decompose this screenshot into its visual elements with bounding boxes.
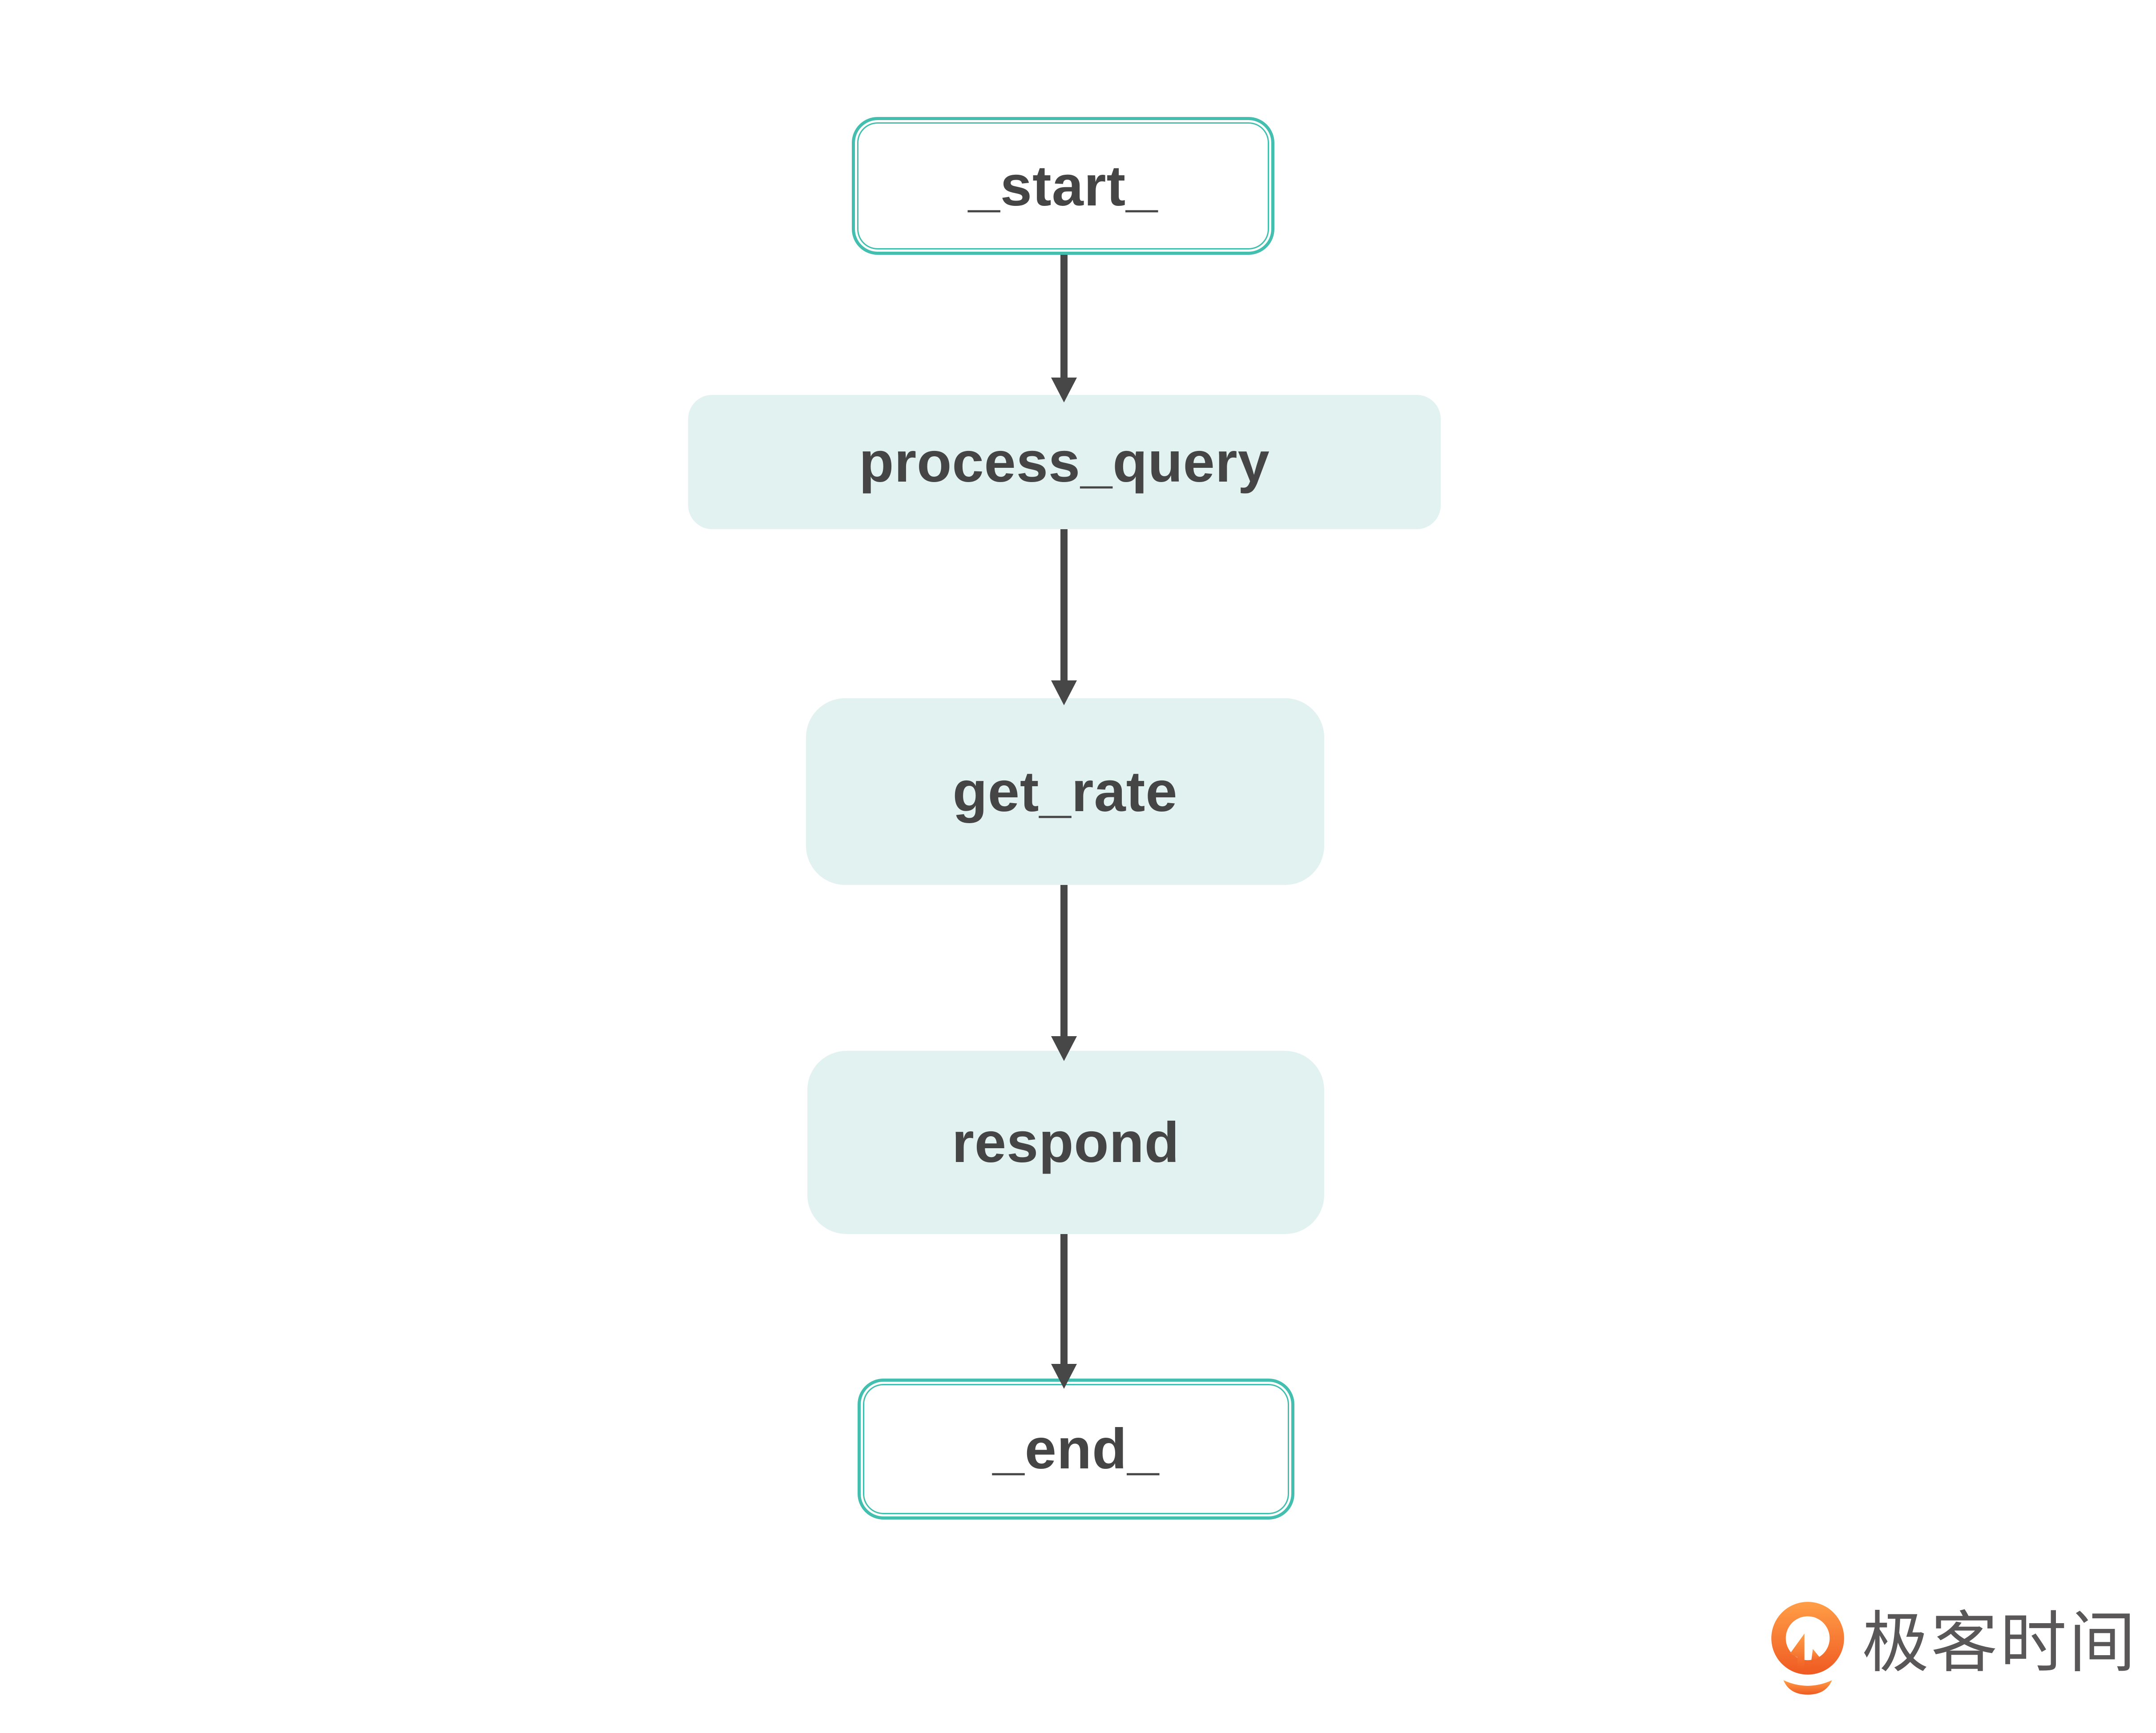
node-process-query: process_query [688, 395, 1441, 529]
arrow-getrate-to-respond-head-icon [1051, 1036, 1077, 1061]
node-end: _end_ [858, 1379, 1294, 1520]
geektime-logo: 极客时间 [1770, 1601, 2138, 1697]
arrow-process-to-getrate-line [1060, 529, 1068, 680]
arrow-getrate-to-respond-line [1060, 885, 1068, 1036]
node-get-rate-label: get_rate [952, 760, 1178, 824]
arrow-respond-to-end-head-icon [1051, 1364, 1077, 1389]
node-end-label: _end_ [992, 1417, 1160, 1481]
arrow-start-to-process-head-icon [1051, 378, 1077, 402]
node-respond: respond [807, 1051, 1324, 1234]
node-respond-label: respond [952, 1110, 1180, 1174]
arrow-start-to-process-line [1060, 255, 1068, 378]
node-get-rate: get_rate [806, 698, 1324, 885]
node-process-query-label: process_query [859, 430, 1270, 494]
node-start-label: _start_ [968, 154, 1158, 218]
arrow-process-to-getrate-head-icon [1051, 680, 1077, 705]
arrow-respond-to-end-line [1060, 1234, 1068, 1364]
node-start: _start_ [852, 117, 1274, 255]
geektime-logo-icon [1771, 1602, 1844, 1695]
geektime-logo-text: 极客时间 [1862, 1605, 2138, 1680]
